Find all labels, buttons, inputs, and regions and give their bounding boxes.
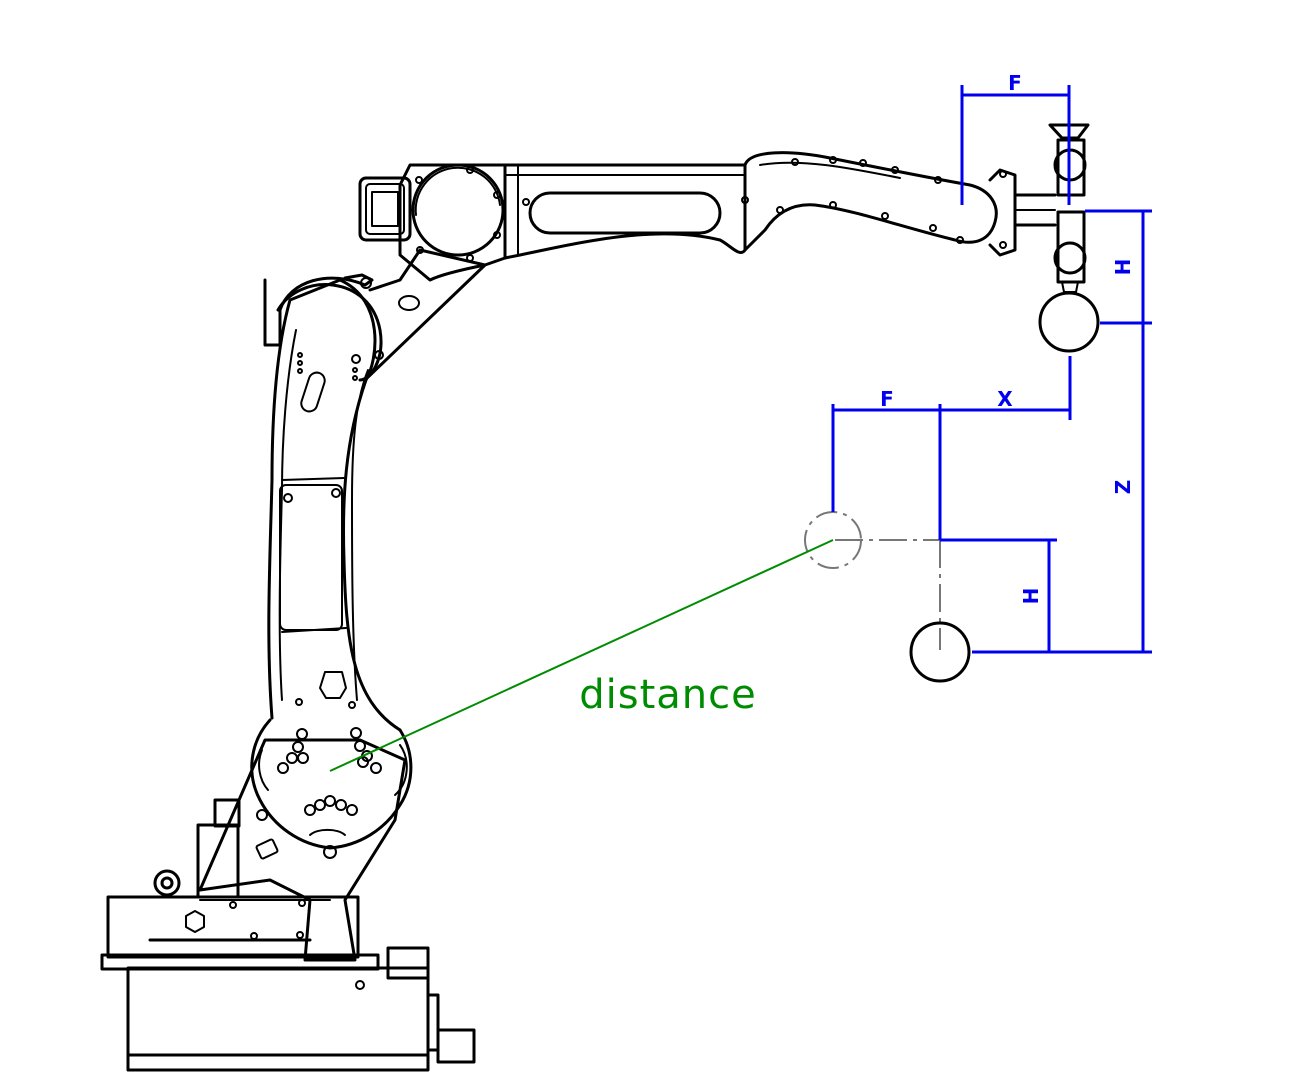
- dimension-label-f-target: F: [880, 387, 894, 411]
- dimension-label-x: X: [997, 387, 1013, 411]
- dimension-label-h-target: H: [1019, 588, 1043, 605]
- dimension-label-h-tool: H: [1111, 259, 1135, 276]
- distance-label: distance: [579, 672, 757, 718]
- elbow-joint: [263, 248, 487, 382]
- lower-arm: [267, 278, 402, 732]
- target-sphere: [909, 621, 971, 683]
- shoulder-joint: [250, 718, 413, 859]
- robot-turret: [198, 738, 407, 962]
- dimension-lines: [831, 85, 1152, 654]
- robot-arm: [100, 123, 1090, 1072]
- forearm: [743, 151, 998, 252]
- upper-arm: [358, 163, 749, 282]
- wrist-joint: [988, 168, 1057, 257]
- tool-tip-sphere: [1038, 291, 1100, 353]
- distance-line: [329, 539, 834, 772]
- target-position: [804, 511, 971, 683]
- dimension-label-z: Z: [1111, 480, 1135, 495]
- dimension-label-f-top: F: [1008, 71, 1022, 95]
- robot-base: [100, 798, 476, 1072]
